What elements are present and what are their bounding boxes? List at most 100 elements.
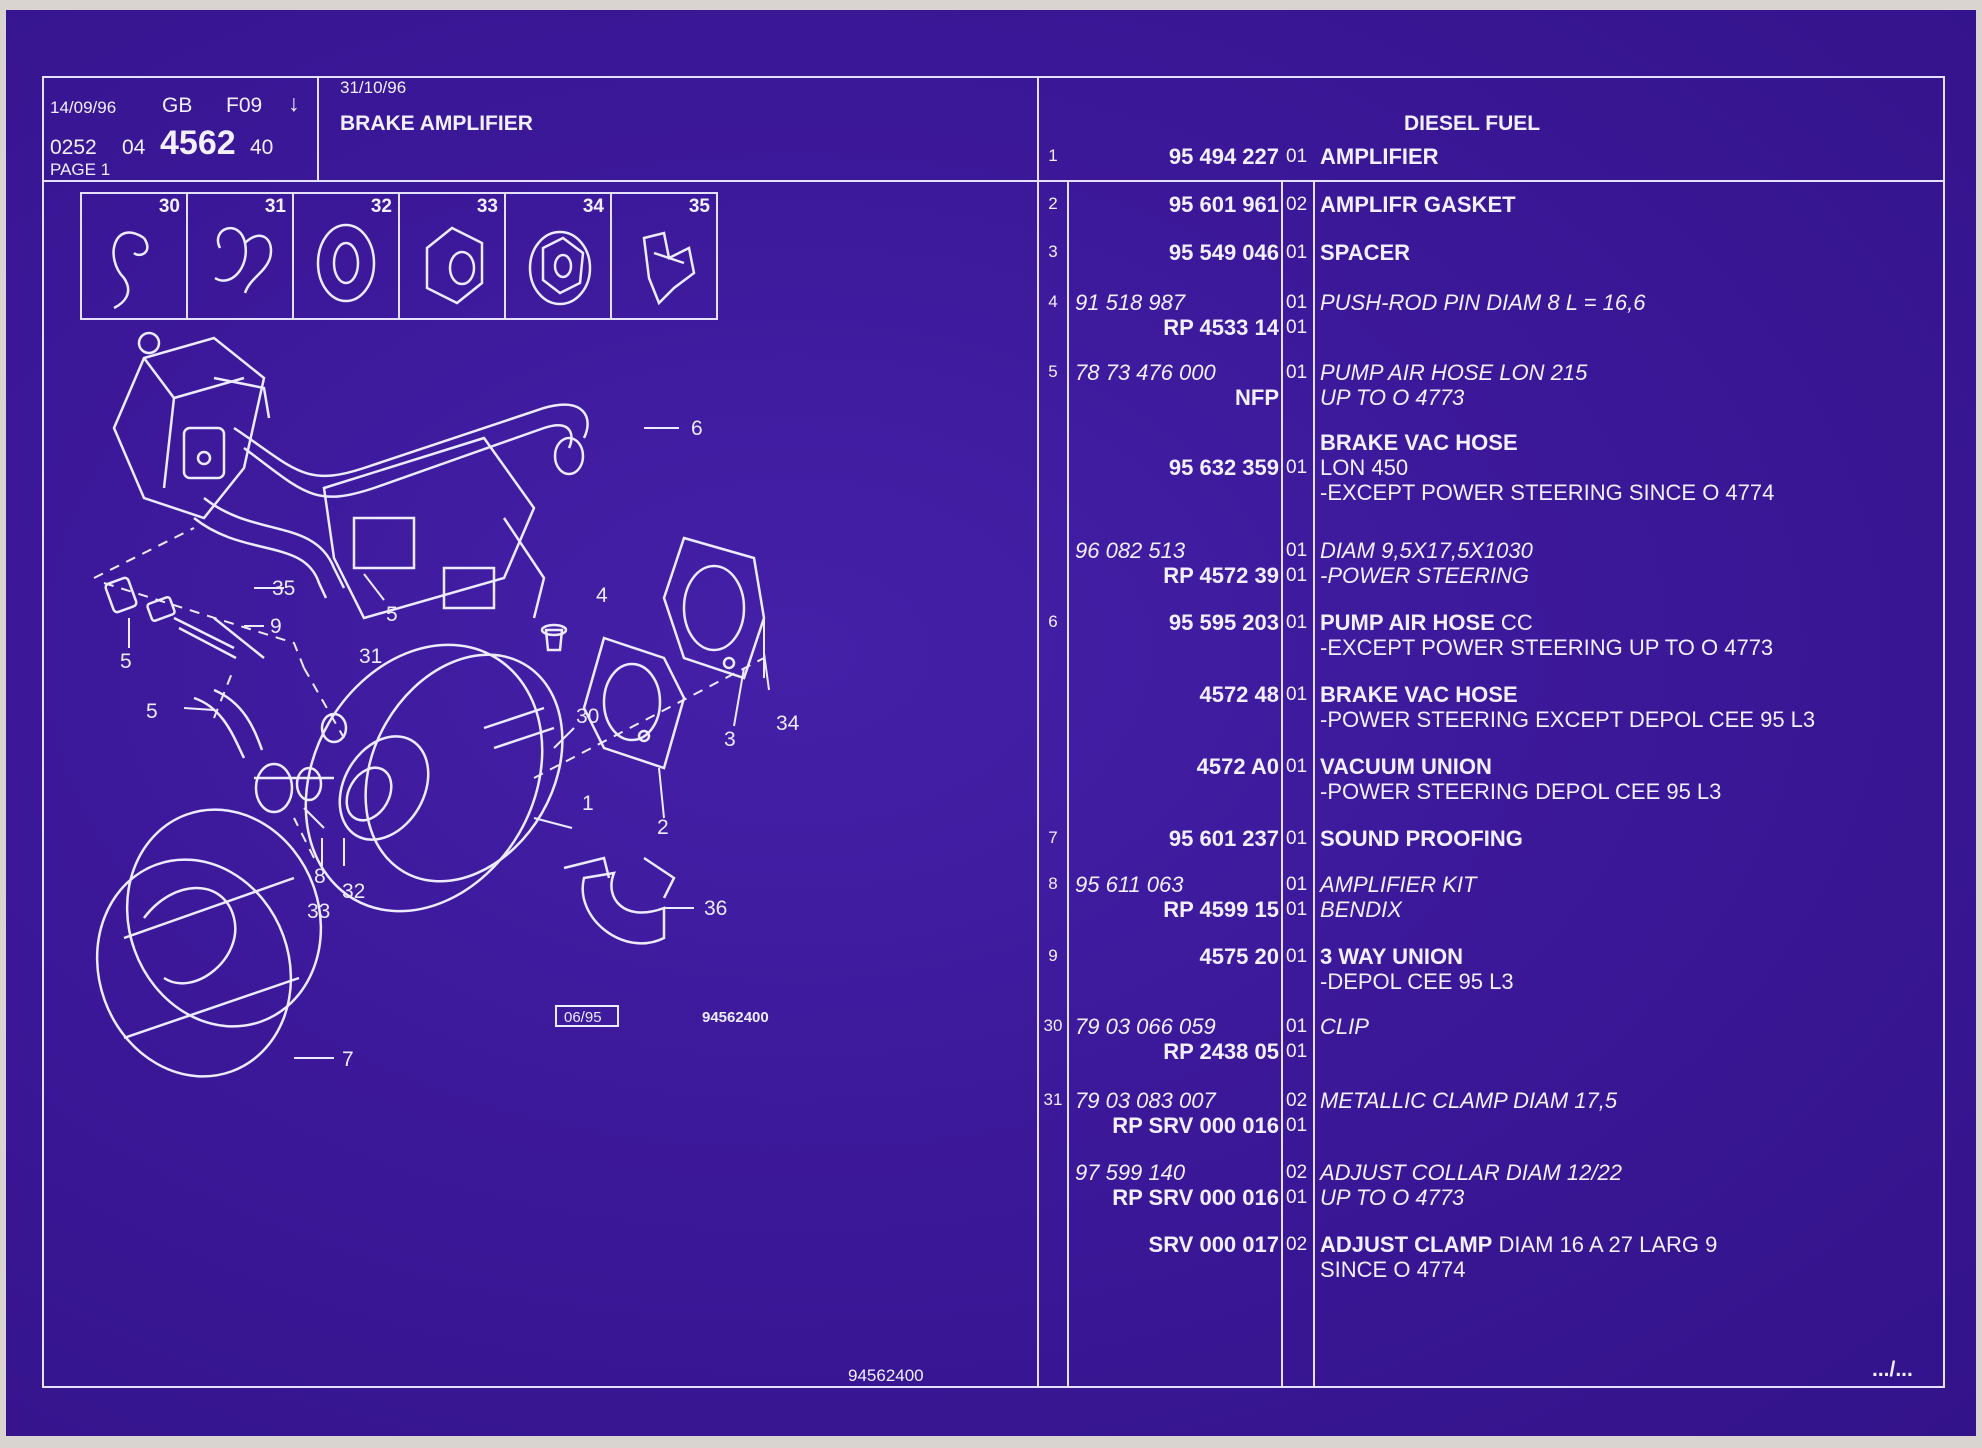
language-code: GB xyxy=(162,94,193,117)
part-description-text: ADJUST CLAMP xyxy=(1320,1232,1493,1257)
callout-4: 4 xyxy=(596,584,608,607)
part-description: PUMP AIR HOSE CC xyxy=(1320,610,1533,636)
part-quantity: 01 xyxy=(1286,457,1308,478)
callout-3: 3 xyxy=(724,728,736,751)
part-number[interactable]: RP SRV 000 016 xyxy=(1112,1185,1279,1210)
part-number[interactable]: 4572 A0 xyxy=(1196,754,1279,779)
detail-number: 35 xyxy=(688,196,710,217)
part-description-suffix: CC xyxy=(1494,610,1533,635)
part-description: BRAKE VAC HOSE xyxy=(1320,430,1518,456)
callout-30: 30 xyxy=(576,705,599,728)
part-number[interactable]: 79 03 083 007 xyxy=(1075,1088,1216,1113)
part-description-text: BENDIX xyxy=(1320,897,1402,922)
part-description-text: AMPLIFIER xyxy=(1320,144,1439,169)
callout-32: 32 xyxy=(342,880,365,903)
part-description-text: LON 450 xyxy=(1320,455,1409,480)
part-number[interactable]: NFP xyxy=(1235,385,1279,410)
part-description-text: DIAM 9,5X17,5X1030 xyxy=(1320,538,1533,563)
vacuum-pump-drawing xyxy=(112,331,271,520)
part-number[interactable]: 97 599 140 xyxy=(1075,1160,1186,1185)
part-ref-number: 4 xyxy=(1048,292,1058,311)
part-number[interactable]: RP 4533 14 xyxy=(1163,315,1279,340)
part-description: ADJUST COLLAR DIAM 12/22 xyxy=(1320,1160,1622,1186)
part-number[interactable]: 95 595 203 xyxy=(1168,610,1279,635)
part-description: -POWER STEERING DEPOL CEE 95 L3 xyxy=(1320,779,1721,805)
ref-group: 0252 xyxy=(50,136,97,159)
part-quantity: 01 xyxy=(1286,1187,1308,1208)
part-description-text: PUMP AIR HOSE xyxy=(1320,610,1495,635)
part-quantity: 01 xyxy=(1286,756,1308,777)
detail-number: 33 xyxy=(476,196,498,217)
ref-subgroup: 04 xyxy=(122,136,146,159)
part-description-text: BRAKE VAC HOSE xyxy=(1320,430,1518,455)
part-description: 3 WAY UNION xyxy=(1320,944,1463,970)
part-ref-number: 2 xyxy=(1048,194,1058,213)
part-quantity: 02 xyxy=(1286,1090,1308,1111)
detail-number: 32 xyxy=(370,196,392,217)
part-description: -DEPOL CEE 95 L3 xyxy=(1320,969,1514,995)
detail-icon-30 xyxy=(112,231,149,310)
callout-6: 6 xyxy=(691,417,703,440)
part-description-text: SINCE O 4774 xyxy=(1320,1257,1466,1282)
part-number[interactable]: 91 518 987 xyxy=(1075,290,1186,315)
part-number[interactable]: 96 082 513 xyxy=(1075,538,1186,563)
part-description-text: AMPLIFIER KIT xyxy=(1320,872,1477,897)
part-description: BRAKE VAC HOSE xyxy=(1320,682,1518,708)
part-number[interactable]: 79 03 066 059 xyxy=(1075,1014,1216,1039)
part-description-suffix: DIAM 16 A 27 LARG 9 xyxy=(1492,1232,1718,1257)
part-description-text: UP TO O 4773 xyxy=(1320,385,1465,410)
part-number[interactable]: 95 601 961 xyxy=(1168,192,1279,217)
part-number[interactable]: 4572 48 xyxy=(1199,682,1279,707)
part-description-text: VACUUM UNION xyxy=(1320,754,1492,779)
part-number[interactable]: RP 4572 39 xyxy=(1163,563,1279,588)
part-description: AMPLIFR GASKET xyxy=(1320,192,1516,218)
detail-box-32: 32 xyxy=(292,192,400,320)
detail-icon-34 xyxy=(528,230,592,306)
detail-icon-35 xyxy=(642,231,696,306)
col-qty-divider xyxy=(1313,180,1315,1386)
detail-number: 31 xyxy=(264,196,286,217)
part-number[interactable]: 78 73 476 000 xyxy=(1075,360,1216,385)
part-quantity: 01 xyxy=(1286,146,1308,167)
part-description-text: -EXCEPT POWER STEERING UP TO O 4773 xyxy=(1320,635,1774,660)
part-description-text: SPACER xyxy=(1320,240,1411,265)
part-ref-number: 3 xyxy=(1048,242,1058,261)
part-description-text: -POWER STEERING EXCEPT DEPOL CEE 95 L3 xyxy=(1320,707,1816,732)
part-quantity: 01 xyxy=(1286,1115,1308,1136)
part-quantity: 02 xyxy=(1286,1234,1308,1255)
sheet-frame: 14/09/96 GB F09 ↓ 0252 04 4562 40 PAGE 1… xyxy=(42,76,1945,1388)
part-description: -EXCEPT POWER STEERING UP TO O 4773 xyxy=(1320,635,1773,661)
down-arrow-icon: ↓ xyxy=(288,90,300,116)
header-divider-right xyxy=(1037,180,1943,182)
part-number[interactable]: 95 632 359 xyxy=(1168,455,1279,480)
part-number[interactable]: 95 601 237 xyxy=(1168,826,1279,851)
part-quantity: 01 xyxy=(1286,1016,1308,1037)
brake-booster-drawing xyxy=(304,643,564,913)
part-ref-number: 1 xyxy=(1048,146,1058,165)
part-description: METALLIC CLAMP DIAM 17,5 xyxy=(1320,1088,1617,1114)
diagram-callouts: 6 35 5 9 31 4 5 30 34 3 2 1 8 33 32 7 36… xyxy=(120,417,800,1071)
part-description: UP TO O 4773 xyxy=(1320,385,1464,411)
part-description: PUSH-ROD PIN DIAM 8 L = 16,6 xyxy=(1320,290,1645,316)
part-number[interactable]: 95 611 063 xyxy=(1075,872,1184,897)
part-number[interactable]: RP 2438 05 xyxy=(1163,1039,1279,1064)
part-ref-number: 7 xyxy=(1048,828,1058,847)
part-quantity: 01 xyxy=(1286,684,1308,705)
part-description: PUMP AIR HOSE LON 215 xyxy=(1320,360,1587,386)
callout-2: 2 xyxy=(657,816,669,839)
issue-date: 14/09/96 xyxy=(50,98,117,117)
short-hose-drawing xyxy=(193,497,346,599)
part-description: -EXCEPT POWER STEERING SINCE O 4774 xyxy=(1320,480,1774,506)
part-number[interactable]: SRV 000 017 xyxy=(1148,1232,1279,1257)
part-number[interactable]: RP 4599 15 xyxy=(1163,897,1279,922)
center-divider xyxy=(1037,78,1039,1386)
part-number[interactable]: 95 494 227 xyxy=(1168,144,1279,169)
part-number[interactable]: 4575 20 xyxy=(1199,944,1279,969)
detail-box-31: 31 xyxy=(186,192,294,320)
amplifier-kit-drawing xyxy=(254,762,334,814)
part-description-text: -DEPOL CEE 95 L3 xyxy=(1320,969,1514,994)
detail-number: 34 xyxy=(582,196,604,217)
part-number[interactable]: RP SRV 000 016 xyxy=(1112,1113,1279,1138)
part-ref-number: 31 xyxy=(1043,1090,1063,1109)
part-number[interactable]: 95 549 046 xyxy=(1168,240,1279,265)
